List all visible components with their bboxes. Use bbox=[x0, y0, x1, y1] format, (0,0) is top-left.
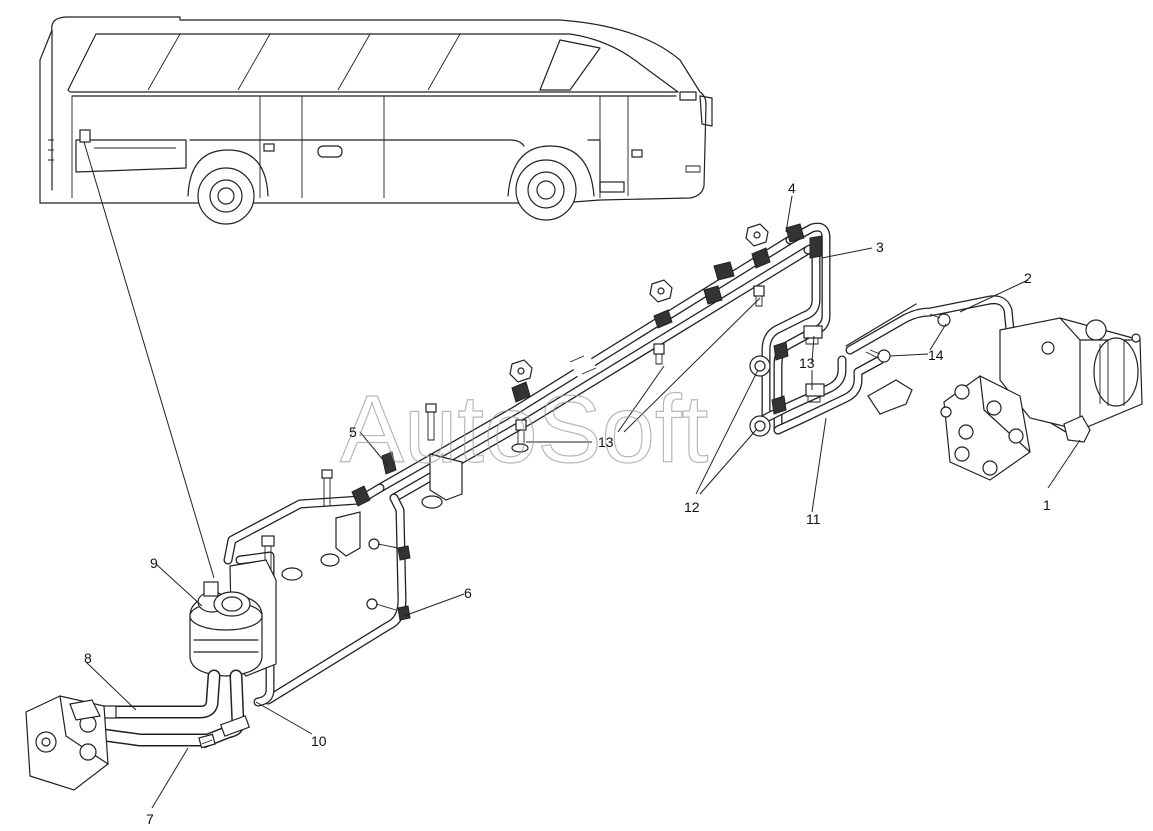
callout-8: 8 bbox=[84, 650, 92, 666]
bus-location-leader bbox=[83, 141, 215, 579]
callout-3: 3 bbox=[876, 239, 884, 255]
clip-bolt-upper bbox=[368, 538, 399, 550]
bolt-14-a bbox=[865, 349, 891, 363]
callout-leaders bbox=[85, 195, 1081, 809]
nut-1 bbox=[509, 359, 533, 383]
callout-13-right: 13 bbox=[799, 355, 815, 371]
bus-illustration bbox=[39, 16, 713, 225]
callout-6: 6 bbox=[464, 585, 472, 601]
bolt-14-b bbox=[929, 313, 951, 327]
callout-7: 7 bbox=[146, 811, 154, 827]
callout-5: 5 bbox=[349, 424, 357, 440]
grommet-upper bbox=[749, 355, 771, 377]
callout-12: 12 bbox=[684, 499, 700, 515]
callout-10: 10 bbox=[311, 733, 327, 749]
bolt-13-lower bbox=[805, 383, 825, 403]
reservoir bbox=[189, 559, 277, 677]
bolt-1 bbox=[425, 403, 437, 441]
callout-2: 2 bbox=[1024, 270, 1032, 286]
callout-13-center: 13 bbox=[598, 434, 614, 450]
hoses bbox=[89, 669, 251, 749]
nut-3 bbox=[745, 223, 769, 247]
clip-bolt-lower bbox=[366, 598, 397, 611]
clamps-and-fasteners bbox=[261, 223, 951, 621]
callout-11: 11 bbox=[806, 511, 821, 527]
watermark-text: AutoSoft bbox=[340, 376, 708, 483]
nut-2 bbox=[649, 279, 673, 303]
callout-4: 4 bbox=[788, 180, 796, 196]
pump bbox=[25, 695, 109, 791]
bolt-4 bbox=[653, 343, 665, 365]
bolt-13-upper bbox=[803, 325, 823, 345]
pipe-run-long bbox=[375, 235, 813, 503]
callout-9: 9 bbox=[150, 555, 158, 571]
steering-gear bbox=[940, 317, 1143, 481]
bolt-5 bbox=[753, 285, 765, 307]
callout-1: 1 bbox=[1043, 497, 1051, 513]
callout-14: 14 bbox=[928, 347, 944, 363]
callout-numbers: 1 2 3 4 5 6 7 8 9 10 11 12 13 13 14 bbox=[84, 180, 1051, 827]
bolt-2 bbox=[321, 469, 333, 507]
